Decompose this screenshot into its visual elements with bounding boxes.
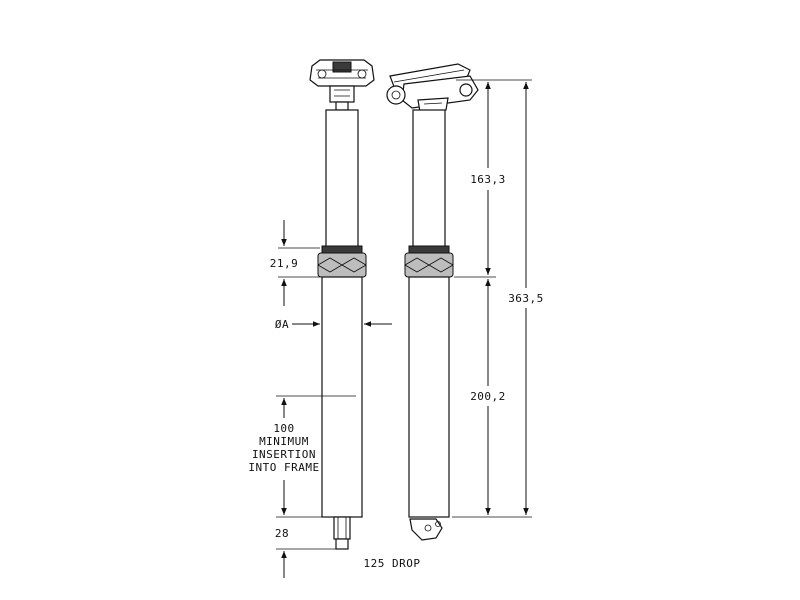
front-view-collar	[317, 252, 367, 278]
dimension-diameter: ØA	[275, 318, 392, 331]
front-view-saddle-clamp	[309, 59, 375, 111]
dimension-collar-height: 21,9	[270, 220, 320, 306]
front-view-cable-actuator	[333, 516, 351, 550]
dimension-upper-length: 163,3	[470, 82, 506, 275]
dimension-bottom-length-label: 28	[275, 527, 289, 540]
dimension-total-length-label: 363,5	[508, 292, 544, 305]
front-view-lower-tube	[321, 276, 363, 518]
front-view-upper-tube	[325, 109, 359, 249]
side-view-cable-actuator	[409, 518, 443, 541]
drop-label: 125 DROP	[364, 557, 421, 570]
insertion-line-3: INSERTION	[252, 448, 316, 461]
side-view-saddle-clamp	[386, 63, 479, 113]
dimension-upper-length-label: 163,3	[470, 173, 506, 186]
insertion-line-1: 100	[273, 422, 294, 435]
side-view-lower-tube	[408, 276, 450, 518]
front-view-seatpost	[309, 59, 375, 550]
dimension-collar-height-label: 21,9	[270, 257, 299, 270]
insertion-line-4: INTO FRAME	[248, 461, 319, 474]
side-view-seatpost	[386, 63, 479, 541]
dimension-lower-length-label: 200,2	[470, 390, 506, 403]
dimension-lower-length: 200,2	[470, 279, 506, 515]
dimension-bottom-length: 28	[275, 527, 336, 578]
insertion-line-2: MINIMUM	[259, 435, 309, 448]
dimension-minimum-insertion: 100 MINIMUM INSERTION INTO FRAME	[248, 395, 356, 518]
dimension-total-length: 363,5	[508, 82, 544, 515]
side-view-collar	[404, 252, 454, 278]
dimension-diameter-label: ØA	[275, 318, 289, 331]
side-view-upper-tube	[412, 109, 446, 249]
extension-lines	[452, 79, 532, 518]
